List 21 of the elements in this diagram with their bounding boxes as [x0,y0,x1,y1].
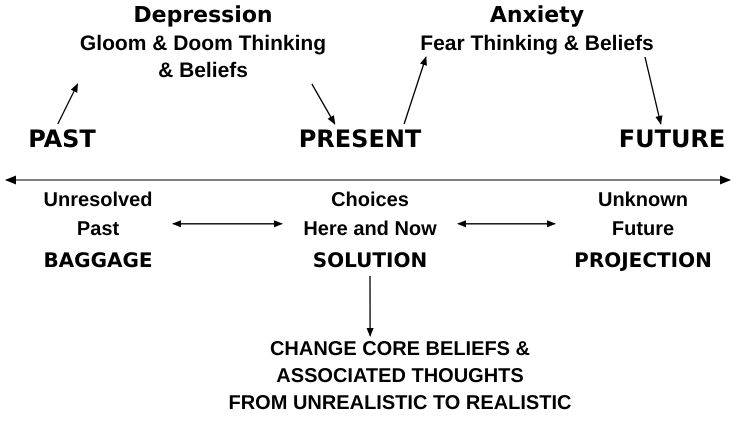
arrow [311,84,336,125]
arrow [644,56,662,125]
description: Gloom & Doom Thinking & Beliefs [78,31,328,84]
arrow [172,220,283,228]
subtitle-text: SOLUTION [312,247,428,274]
label-text: CHANGE CORE BELIEFS & ASSOCIATED THOUGHTS FROM UNREALISTIC TO REALISTIC [228,337,572,416]
label-text: PRESENT [298,124,422,154]
heading: Anxiety [488,2,586,30]
arrow [457,220,556,228]
label-text: PAST [27,124,97,154]
label-text: Choices Here and Now [302,188,438,242]
label-text: Unknown Future [597,188,689,242]
arrow [366,276,374,337]
heading: Depression [132,2,274,30]
description: Fear Thinking & Beliefs [419,31,655,57]
arrow [57,83,78,124]
subtitle-text: BAGGAGE [42,247,154,274]
label-text: FUTURE [618,124,726,154]
label-text: Unresolved Past [42,188,154,242]
subtitle-text: PROJECTION [573,247,713,274]
arrow [403,56,427,124]
